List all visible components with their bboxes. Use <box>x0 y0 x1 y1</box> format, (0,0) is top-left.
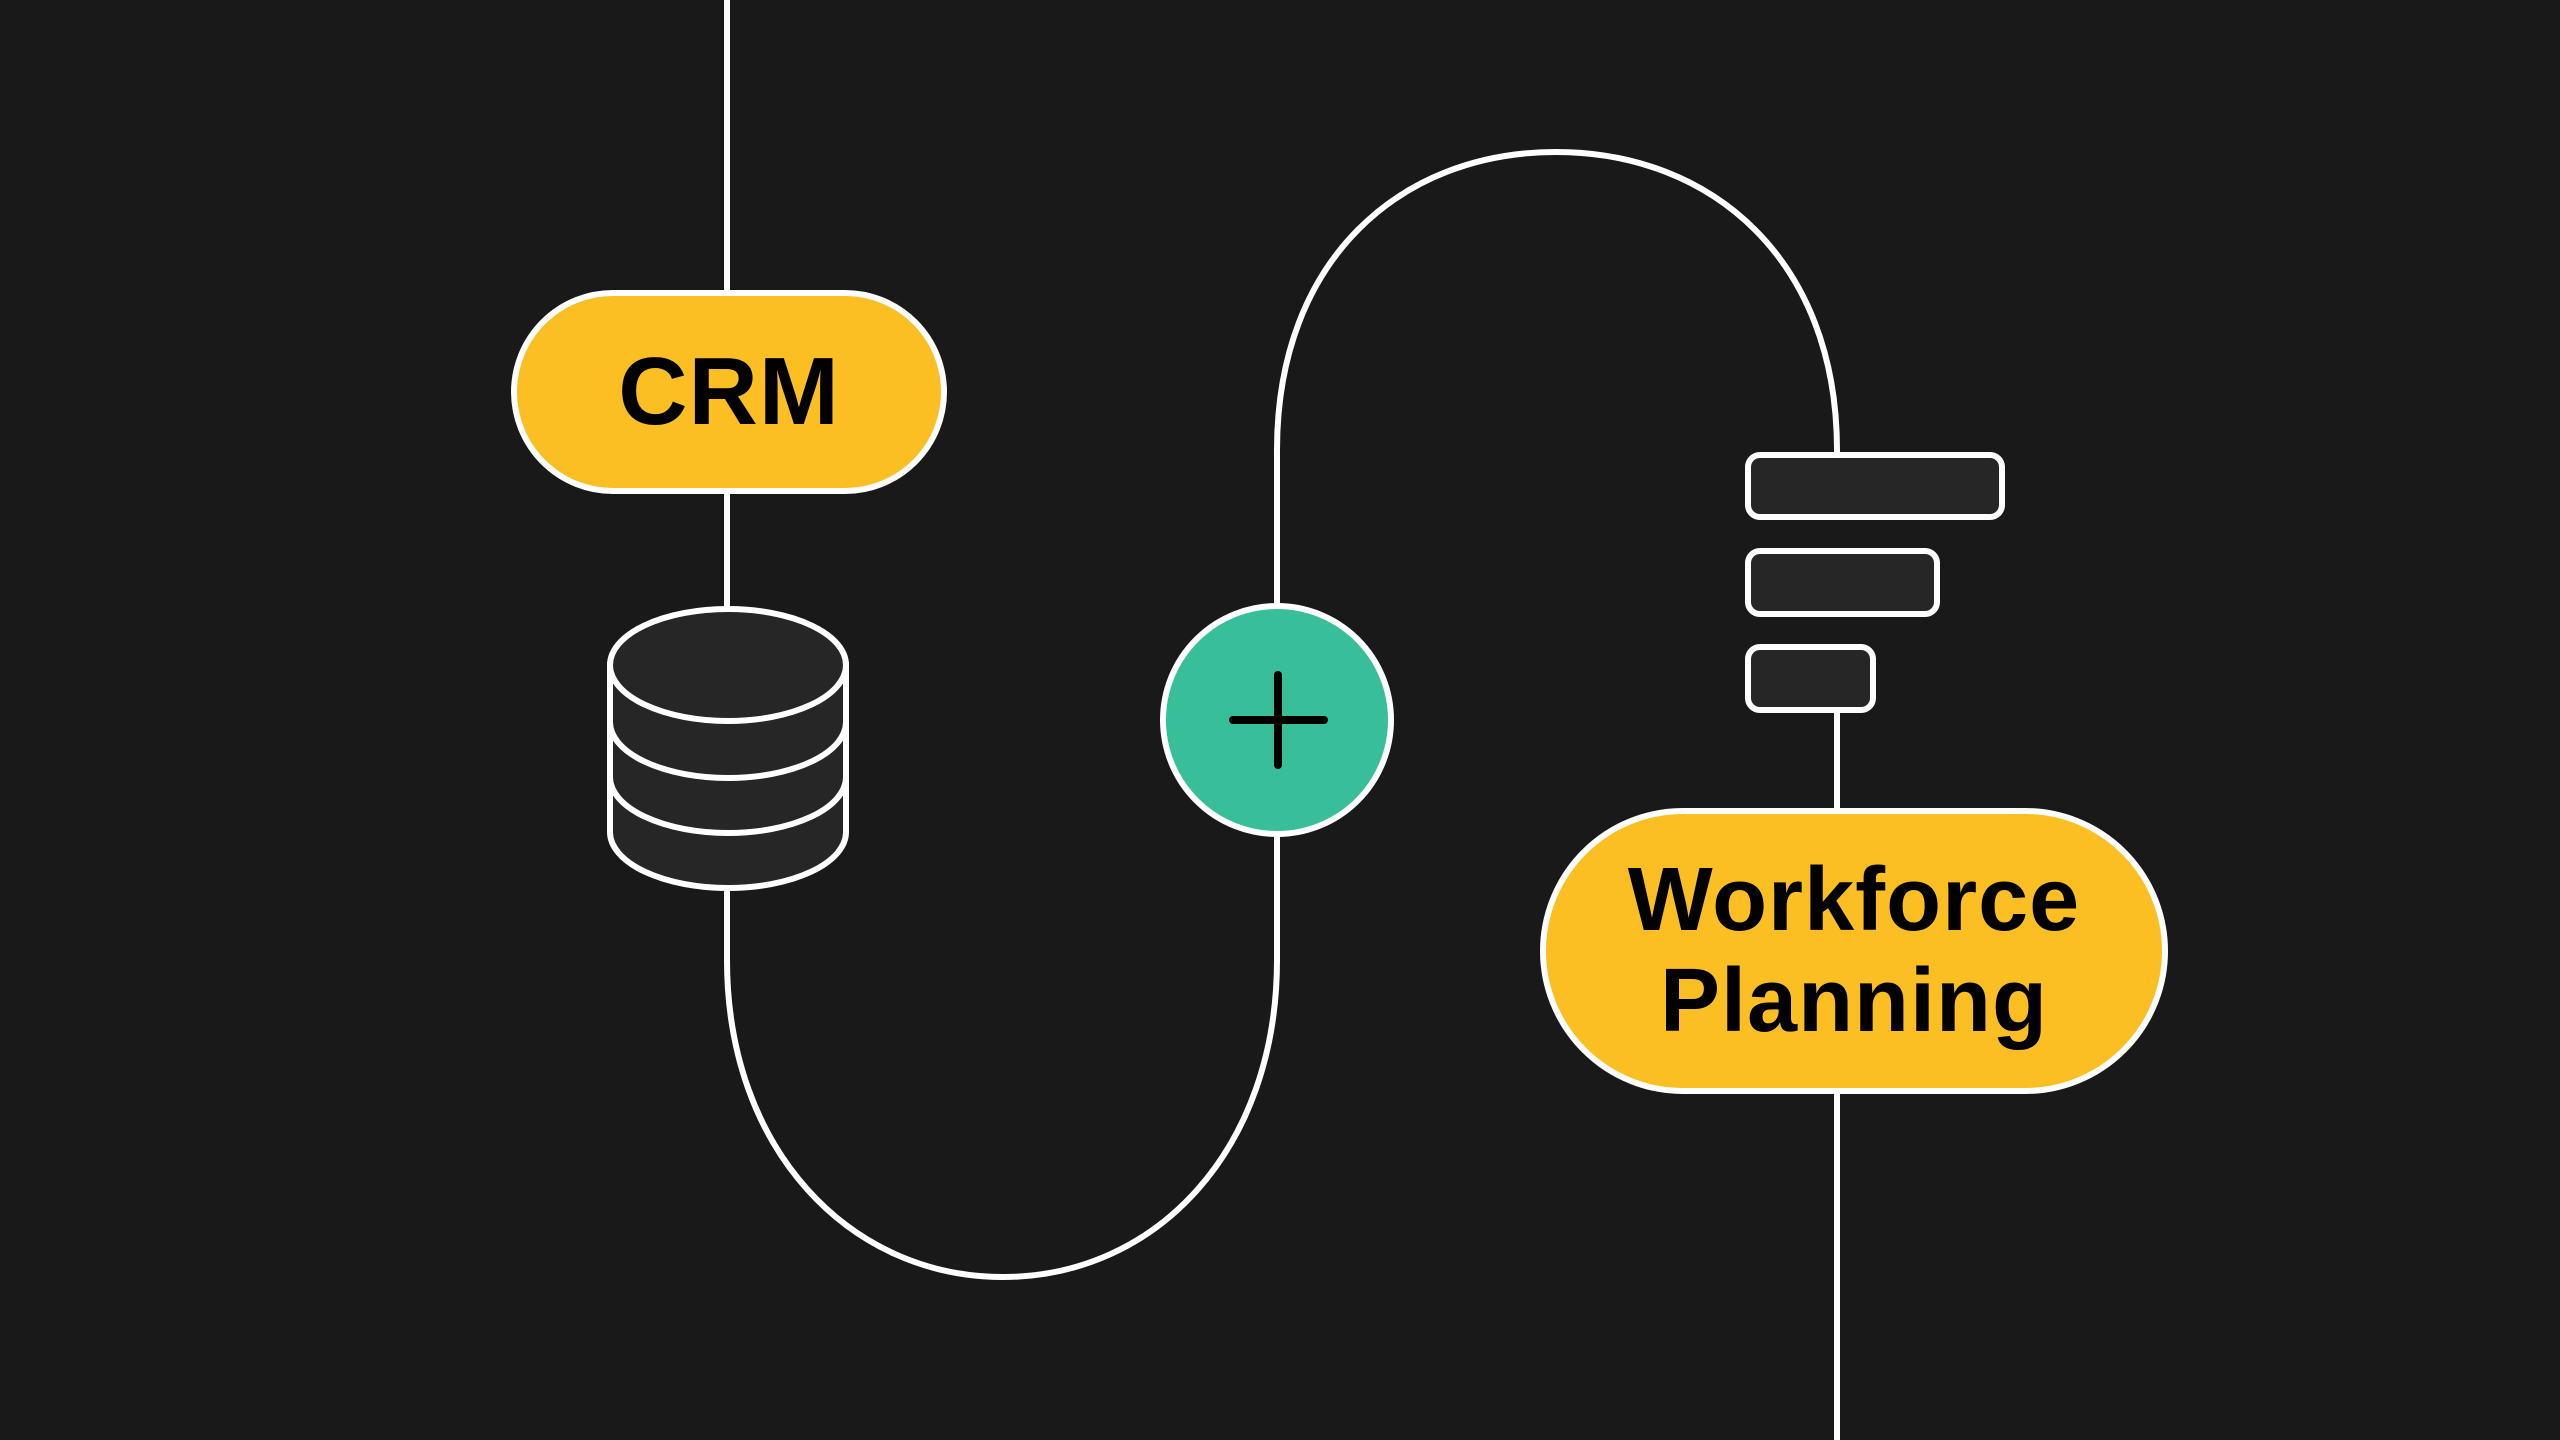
connector-lines <box>724 0 1840 1440</box>
workforce-label-line2: Planning <box>1659 951 2048 1051</box>
connector-db-plus <box>724 836 1280 1281</box>
bar-2 <box>1745 548 1940 617</box>
bar-1 <box>1745 452 2005 520</box>
crm-label: CRM <box>618 338 840 445</box>
bar-3 <box>1745 644 1876 713</box>
workforce-label-line1: Workforce <box>1627 850 2081 951</box>
merge-node[interactable] <box>1160 603 1394 837</box>
connector-plus-bars <box>1274 148 1840 604</box>
plus-icon <box>1229 671 1328 769</box>
database-icon <box>607 606 849 891</box>
bar-list-icon <box>1745 452 2005 713</box>
workforce-planning-node[interactable]: Workforce Planning <box>1540 808 2168 1094</box>
workforce-label: Workforce Planning <box>1628 850 2080 1052</box>
crm-node[interactable]: CRM <box>511 290 947 494</box>
